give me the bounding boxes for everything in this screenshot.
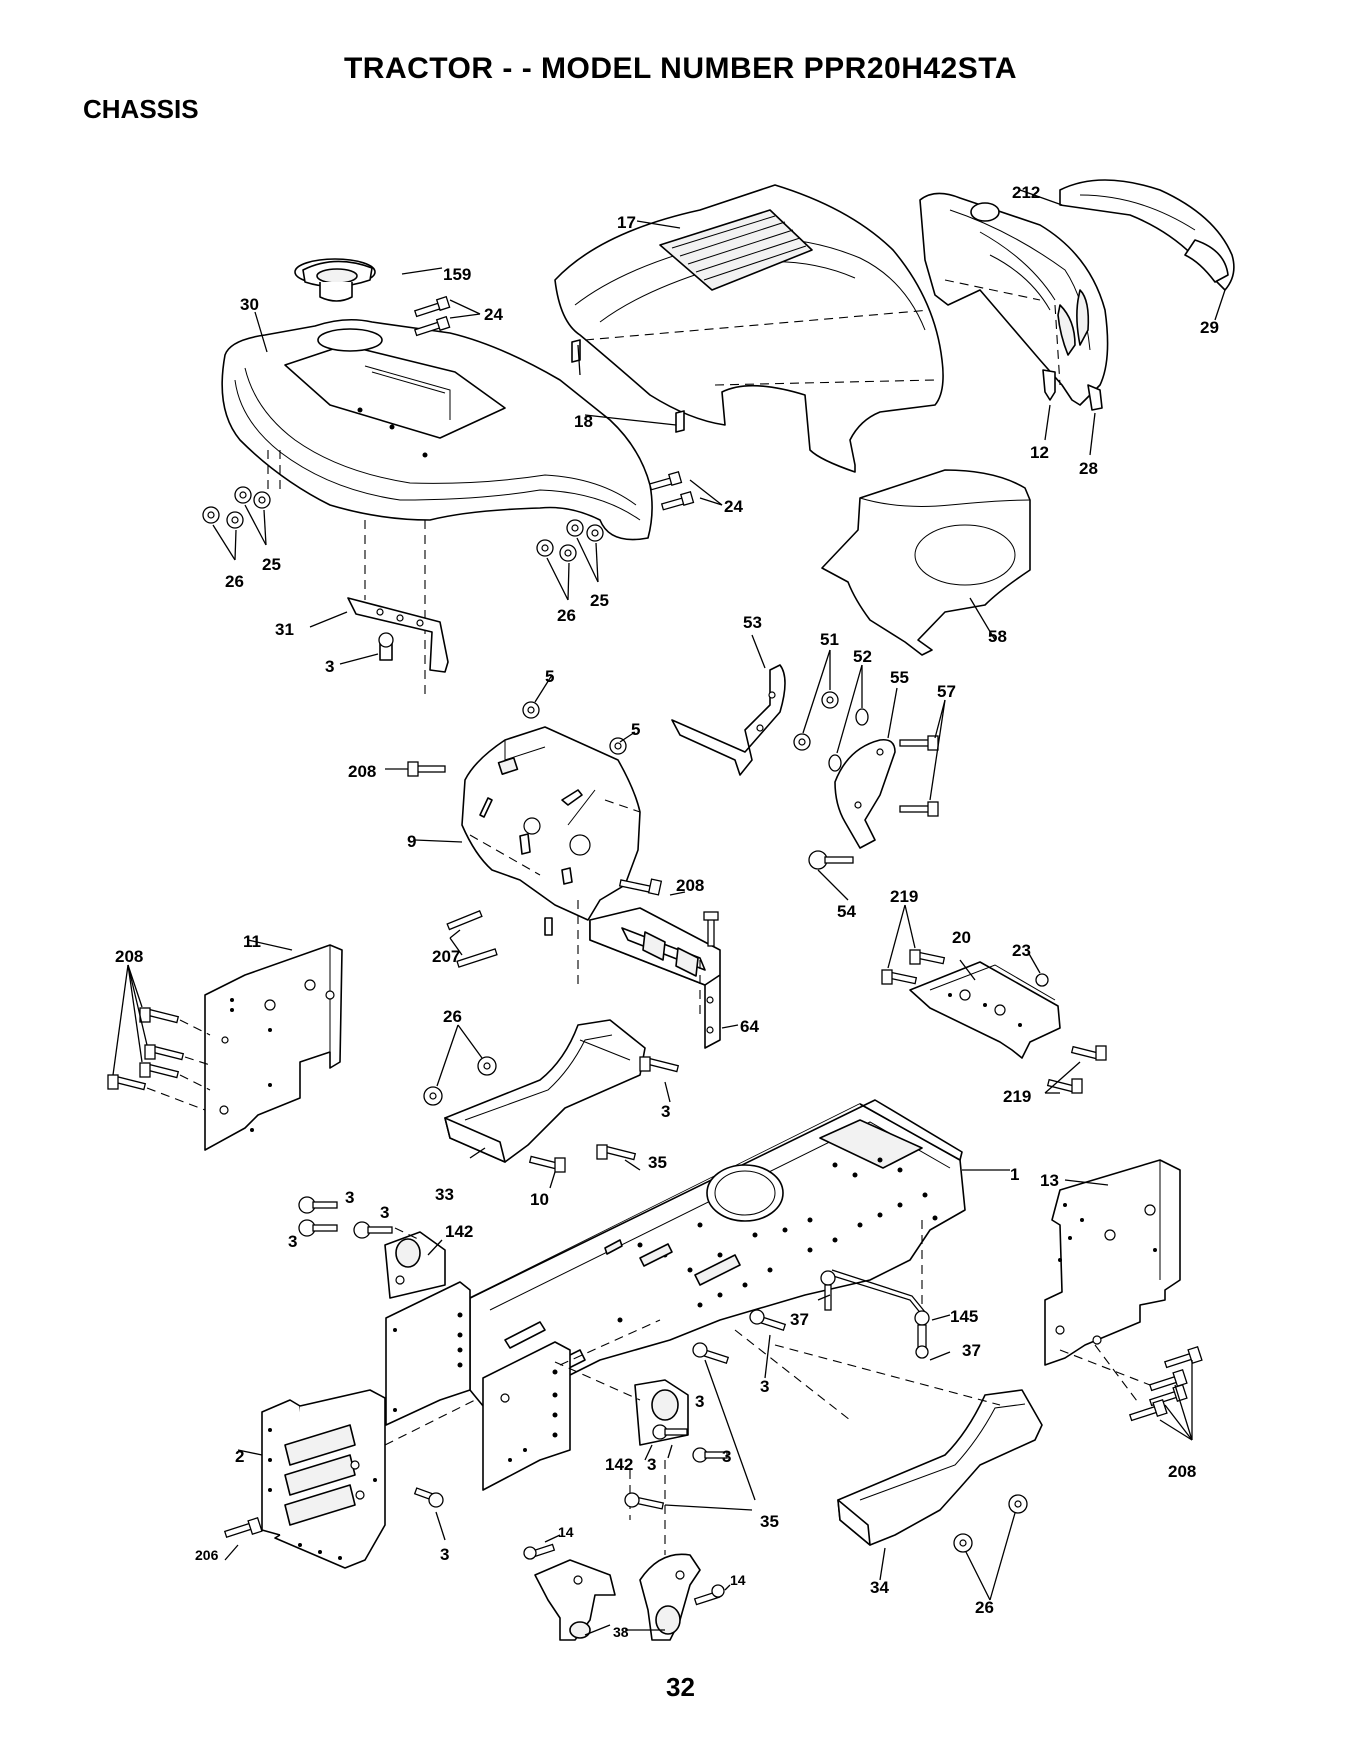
callout-23: 23 — [1012, 941, 1031, 960]
callout-12: 12 — [1030, 443, 1049, 462]
callout-3g: 3 — [695, 1392, 704, 1411]
callout-35b: 35 — [760, 1512, 779, 1531]
grille-panel-part — [920, 180, 1234, 455]
callout-9: 9 — [407, 832, 416, 851]
callout-3i: 3 — [722, 1447, 731, 1466]
callout-5a: 5 — [545, 667, 554, 686]
callout-219b: 219 — [1003, 1087, 1031, 1106]
callout-3f: 3 — [760, 1377, 769, 1396]
callout-159: 159 — [443, 265, 471, 284]
callout-3j: 3 — [440, 1545, 449, 1564]
callout-37b: 37 — [962, 1341, 981, 1360]
callout-208d: 208 — [1168, 1462, 1196, 1481]
callout-26a: 26 — [225, 572, 244, 591]
callout-208b: 208 — [676, 876, 704, 895]
side-panel-left-11 — [108, 940, 342, 1150]
callout-206: 206 — [195, 1547, 219, 1563]
callout-55: 55 — [890, 668, 909, 687]
footrest-left-33 — [424, 1020, 678, 1188]
callout-219a: 219 — [890, 887, 918, 906]
callout-37a: 37 — [790, 1310, 809, 1329]
callout-10: 10 — [530, 1190, 549, 1209]
callout-31: 31 — [275, 620, 294, 639]
callout-3d: 3 — [380, 1203, 389, 1222]
callout-64: 64 — [740, 1017, 759, 1036]
callout-51: 51 — [820, 630, 839, 649]
callout-30: 30 — [240, 295, 259, 314]
callout-142b: 142 — [605, 1455, 633, 1474]
callout-14a: 14 — [558, 1524, 574, 1540]
callout-33: 33 — [435, 1185, 454, 1204]
callout-52: 52 — [853, 647, 872, 666]
callout-26b: 26 — [557, 606, 576, 625]
callout-58: 58 — [988, 627, 1007, 646]
fender-bolts-upper — [415, 297, 480, 336]
callout-14b: 14 — [730, 1572, 746, 1588]
callout-28: 28 — [1079, 459, 1098, 478]
callout-17: 17 — [617, 213, 636, 232]
callout-53: 53 — [743, 613, 762, 632]
callout-11: 11 — [243, 932, 261, 951]
fender-bolts-lower — [650, 472, 722, 510]
callout-38: 38 — [613, 1624, 629, 1640]
footrest-right-34 — [735, 1330, 1042, 1600]
callout-3h: 3 — [647, 1455, 656, 1474]
callout-25b: 25 — [590, 591, 609, 610]
callout-207: 207 — [432, 947, 460, 966]
callout-13: 13 — [1040, 1171, 1059, 1190]
callout-26c: 26 — [443, 1007, 462, 1026]
callout-5b: 5 — [631, 720, 640, 739]
callout-25a: 25 — [262, 555, 281, 574]
callout-208c: 208 — [115, 947, 143, 966]
callout-18: 18 — [574, 412, 593, 431]
side-panel-right-13 — [1045, 1160, 1202, 1440]
callout-3c: 3 — [345, 1188, 354, 1207]
callout-145: 145 — [950, 1307, 978, 1326]
callout-35a: 35 — [648, 1153, 667, 1172]
page-number: 32 — [0, 1672, 1361, 1703]
fuel-cap-part — [295, 259, 442, 301]
washers-nuts-left — [203, 450, 280, 560]
callout-212: 212 — [1012, 183, 1040, 202]
callout-20: 20 — [952, 928, 971, 947]
washers-nuts-center — [537, 520, 603, 600]
callout-3e: 3 — [288, 1232, 297, 1251]
callout-1: 1 — [1010, 1165, 1019, 1184]
front-plate-2 — [225, 1390, 475, 1568]
callout-3a: 3 — [325, 657, 334, 676]
console-bracket-20 — [882, 905, 1106, 1093]
callout-24b: 24 — [724, 497, 743, 516]
mount-bracket-53 — [672, 635, 785, 775]
callout-26d: 26 — [975, 1598, 994, 1617]
callout-29: 29 — [1200, 318, 1219, 337]
callout-3b: 3 — [661, 1102, 670, 1121]
callout-54: 54 — [837, 902, 856, 921]
callout-34: 34 — [870, 1578, 889, 1597]
callout-24a: 24 — [484, 305, 503, 324]
callout-57: 57 — [937, 682, 956, 701]
callout-208a: 208 — [348, 762, 376, 781]
callout-142a: 142 — [445, 1222, 473, 1241]
support-plate-55 — [794, 650, 945, 900]
callout-2: 2 — [235, 1447, 244, 1466]
